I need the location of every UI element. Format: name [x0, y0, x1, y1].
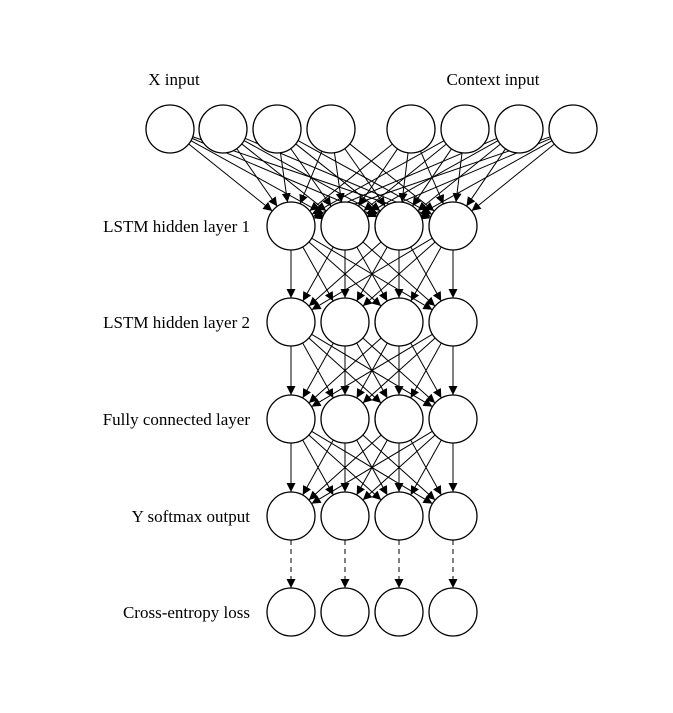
- layer-label-fc: Fully connected layer: [103, 410, 251, 429]
- node-x_input-1: [198, 104, 248, 154]
- node-lstm2-3: [428, 297, 478, 347]
- edge-lstm2-2-fc-0: [308, 337, 382, 404]
- node-lstm1-0: [266, 201, 316, 251]
- node-lstm2-2: [374, 297, 424, 347]
- node-loss-0: [266, 587, 316, 637]
- edge-fc-2-softmax-0: [308, 434, 382, 501]
- node-softmax-1: [320, 491, 370, 541]
- edge-lstm2-3-fc-2: [410, 342, 442, 399]
- node-fc-2: [374, 394, 424, 444]
- x-input-label: X input: [148, 70, 200, 89]
- edge-lstm2-1-fc-0: [302, 342, 334, 399]
- edge-lstm1-1-lstm2-0: [302, 246, 334, 302]
- node-context_input-3: [548, 104, 598, 154]
- edge-lstm1-3-lstm2-0: [311, 237, 433, 311]
- node-lstm2-0: [266, 297, 316, 347]
- edge-context_input-0-lstm1-0: [309, 143, 393, 212]
- node-lstm1-2: [374, 201, 424, 251]
- edge-x_input-3-lstm1-2: [344, 148, 386, 207]
- layer-label-lstm2: LSTM hidden layer 2: [103, 313, 250, 332]
- edge-fc-1-softmax-0: [302, 439, 334, 496]
- edge-fc-3-softmax-2: [410, 439, 442, 496]
- node-fc-1: [320, 394, 370, 444]
- edge-lstm1-3-lstm2-2: [410, 246, 442, 302]
- node-fc-0: [266, 394, 316, 444]
- node-x_input-3: [306, 104, 356, 154]
- layer-label-softmax: Y softmax output: [132, 507, 251, 526]
- node-context_input-0: [386, 104, 436, 154]
- node-fc-3: [428, 394, 478, 444]
- node-softmax-2: [374, 491, 424, 541]
- node-softmax-0: [266, 491, 316, 541]
- node-loss-1: [320, 587, 370, 637]
- node-loss-2: [374, 587, 424, 637]
- layer-label-loss: Cross-entropy loss: [123, 603, 250, 622]
- node-lstm1-3: [428, 201, 478, 251]
- edge-fc-3-softmax-0: [311, 430, 433, 505]
- node-x_input-0: [145, 104, 195, 154]
- edge-x_input-0-lstm1-0: [188, 143, 273, 212]
- node-x_input-2: [252, 104, 302, 154]
- edge-x_input-2-lstm1-0: [279, 152, 291, 203]
- edge-lstm2-3-fc-1: [362, 337, 436, 404]
- nodes-group: [145, 104, 598, 637]
- node-lstm2-1: [320, 297, 370, 347]
- edge-lstm1-2-lstm2-0: [308, 241, 382, 307]
- edge-context_input-1-lstm1-0: [311, 140, 445, 215]
- edge-context_input-3-lstm1-3: [471, 143, 555, 212]
- context-input-label: Context input: [446, 70, 539, 89]
- node-context_input-2: [494, 104, 544, 154]
- layer-label-lstm1: LSTM hidden layer 1: [103, 217, 250, 236]
- edge-context_input-3-lstm1-2: [419, 140, 553, 215]
- edge-x_input-3-lstm1-1: [333, 152, 345, 203]
- node-softmax-3: [428, 491, 478, 541]
- edge-lstm2-3-fc-0: [311, 333, 433, 408]
- node-loss-3: [428, 587, 478, 637]
- edge-lstm1-3-lstm2-1: [362, 241, 436, 307]
- edge-fc-3-softmax-1: [362, 434, 436, 501]
- edge-x_input-1-lstm1-0: [236, 148, 278, 207]
- node-context_input-1: [440, 104, 490, 154]
- edge-x_input-3-lstm1-0: [299, 150, 323, 205]
- node-lstm1-1: [320, 201, 370, 251]
